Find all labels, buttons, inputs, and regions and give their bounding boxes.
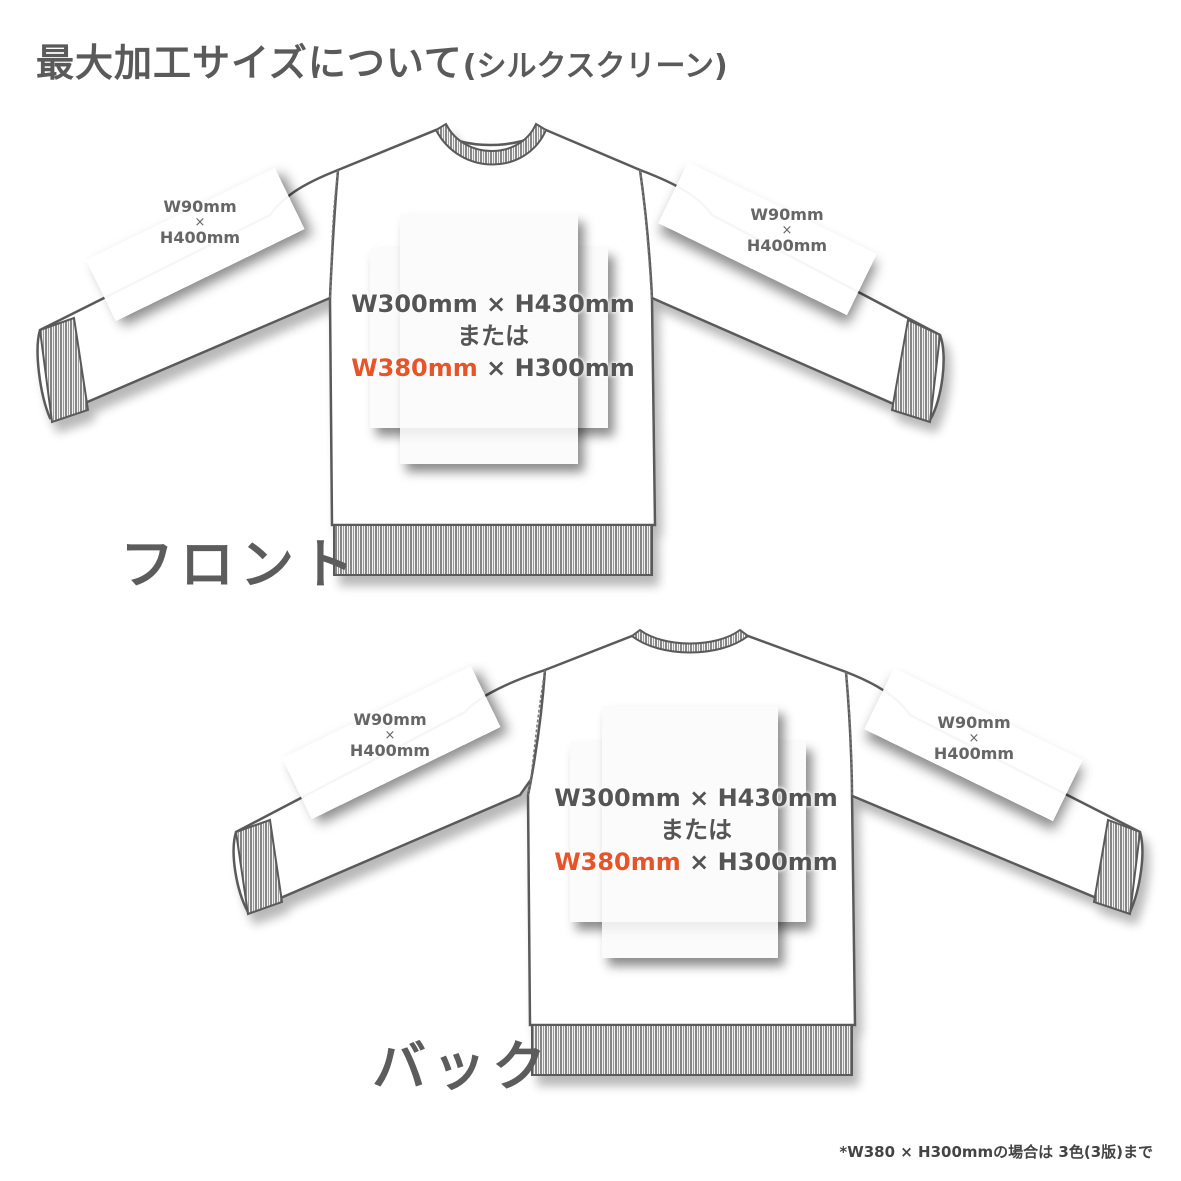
back-left-cuff <box>234 818 284 916</box>
back-body-print-area-tall <box>602 706 778 958</box>
front-body-size: W300mm × H430mm または W380mm × H300mm <box>333 288 653 384</box>
size-times: × <box>781 223 793 238</box>
size-height: H400mm <box>746 236 828 255</box>
front-left-cuff <box>38 316 90 424</box>
front-body-print-area-tall <box>400 214 578 464</box>
back-right-cuff <box>1092 818 1142 916</box>
back-waistband <box>531 1024 853 1076</box>
front-right-sleeve-size: W90mm × H400mm <box>722 206 852 255</box>
size-height: H400mm <box>159 228 241 247</box>
front-waistband <box>333 524 653 576</box>
size-option-2: W380mm × H300mm <box>536 846 856 878</box>
page-title-sub: (シルクスクリーン) <box>462 49 728 84</box>
size-width: W90mm <box>163 197 237 216</box>
size-width: W90mm <box>937 713 1011 732</box>
size-option-2-width: W380mm <box>351 354 478 382</box>
size-option-2-width: W380mm <box>554 848 681 876</box>
back-left-sleeve-size: W90mm × H400mm <box>325 711 455 760</box>
size-or: または <box>660 816 732 844</box>
size-option-1: W300mm × H430mm <box>554 784 838 812</box>
page-title-main: 最大加工サイズについて <box>36 41 463 85</box>
front-label: フロント <box>120 533 360 596</box>
size-times: × <box>968 731 980 746</box>
front-collar <box>434 122 548 166</box>
size-width: W90mm <box>750 205 824 224</box>
size-times: × <box>384 728 396 743</box>
size-height: H400mm <box>933 744 1015 763</box>
front-right-cuff <box>890 318 942 424</box>
size-height: H400mm <box>349 741 431 760</box>
back-collar <box>630 628 750 654</box>
footnote: *W380 × H300mmの場合は 3色(3版)まで <box>839 1143 1153 1161</box>
size-width: W90mm <box>353 710 427 729</box>
size-option-2: W380mm × H300mm <box>333 352 653 384</box>
page-title: 最大加工サイズについて(シルクスクリーン) <box>36 32 728 87</box>
back-label: バック <box>372 1035 552 1098</box>
size-or: または <box>457 322 529 350</box>
size-option-2-height: × H300mm <box>680 848 838 876</box>
size-option-2-height: × H300mm <box>477 354 635 382</box>
front-left-sleeve-size: W90mm × H400mm <box>135 198 265 247</box>
size-option-1: W300mm × H430mm <box>351 290 635 318</box>
back-right-sleeve-size: W90mm × H400mm <box>909 714 1039 763</box>
back-body-size: W300mm × H430mm または W380mm × H300mm <box>536 782 856 878</box>
size-times: × <box>194 215 206 230</box>
